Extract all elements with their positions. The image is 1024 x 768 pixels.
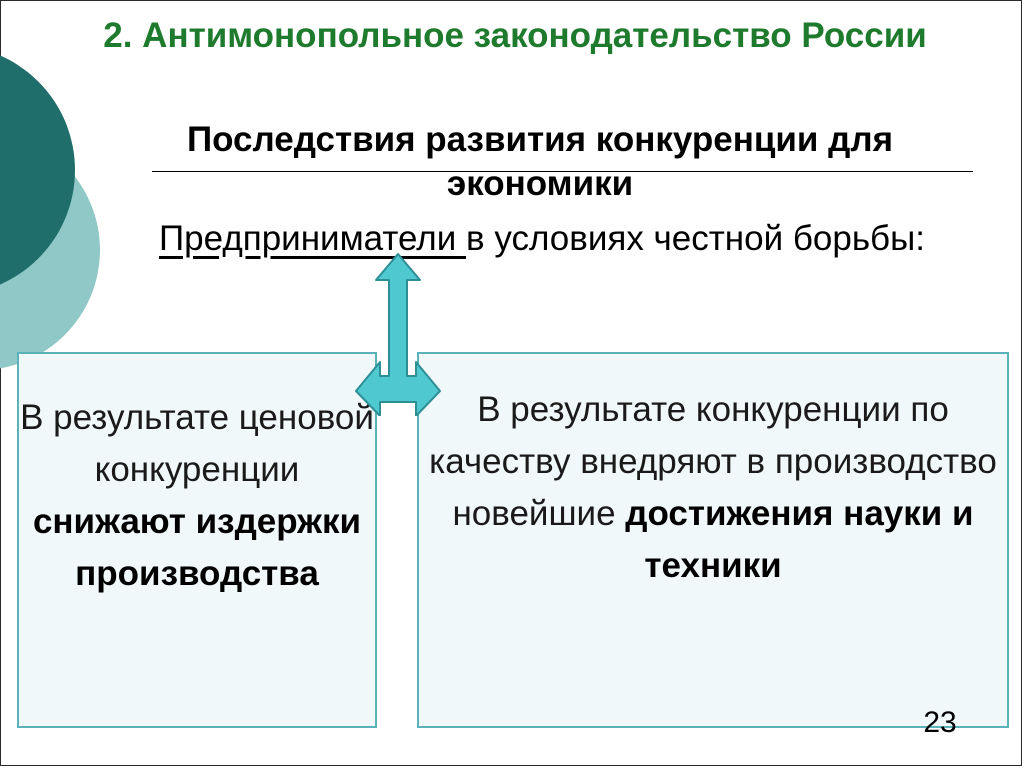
subtitle-underline	[152, 171, 973, 172]
slide-title: 2. Антимонопольное законодательство Росс…	[103, 16, 927, 55]
price-competition-box: В результате ценовой конкуренции снижают…	[17, 352, 377, 728]
price-competition-text: В результате ценовой конкуренции	[20, 398, 374, 489]
entrepreneurs-heading: Предприниматели в условиях честной борьб…	[112, 216, 972, 262]
page-number: 23	[923, 706, 957, 739]
three-way-arrow-icon	[355, 253, 441, 416]
entrepreneurs-rest: в условиях честной борьбы:	[466, 219, 925, 258]
slide-subtitle: Последствия развития конкуренции для эко…	[186, 120, 894, 203]
quality-competition-box: В результате конкуренции по качеству вне…	[417, 352, 1009, 728]
quality-competition-text: В результате конкуренции по качеству вне…	[429, 390, 997, 533]
deco-circle-dark	[0, 55, 75, 285]
entrepreneurs-word: Предприниматели	[159, 219, 467, 258]
quality-competition-bold: достижения науки и техники	[625, 494, 974, 585]
decorative-circles	[0, 55, 100, 369]
price-competition-bold: снижают издержки производства	[32, 502, 362, 593]
